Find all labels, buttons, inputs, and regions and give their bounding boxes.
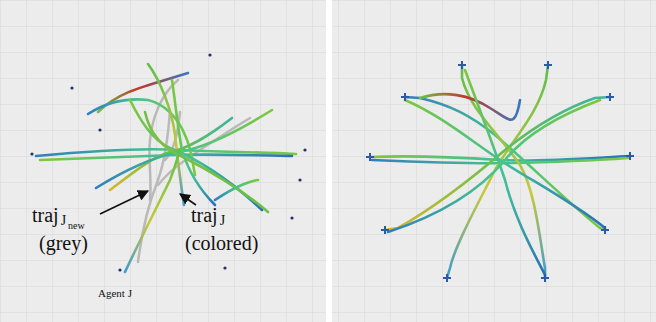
label-subscript: new	[67, 221, 86, 231]
agent-label: Agent J	[97, 288, 133, 299]
colored-trajectories	[36, 64, 296, 272]
label-text: traj	[190, 205, 219, 225]
left-panel	[0, 0, 326, 322]
label-text: traj	[31, 205, 60, 225]
leader-arrow	[100, 191, 148, 214]
leader-arrow	[180, 194, 196, 205]
label-subscript: J	[219, 214, 226, 228]
label-text: (colored)	[184, 233, 259, 253]
final-trajectories	[370, 65, 630, 278]
right-panel	[332, 0, 656, 322]
goal-dots	[30, 53, 306, 271]
start-markers	[366, 61, 634, 282]
label-text: (grey)	[38, 233, 89, 253]
label-subscript: J	[60, 214, 67, 228]
